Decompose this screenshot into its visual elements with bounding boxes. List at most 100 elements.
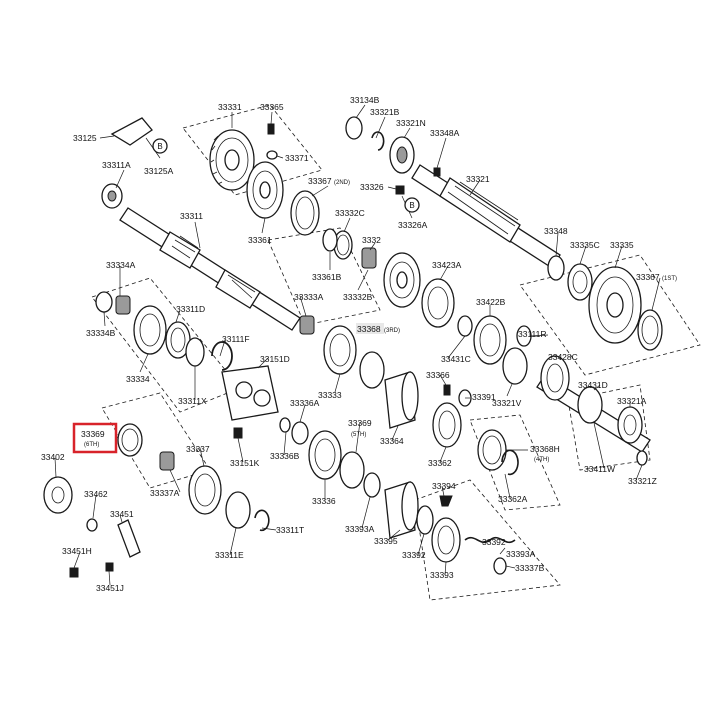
label-33125A: 33125A	[144, 166, 174, 176]
label-33333A: 33333A	[294, 292, 324, 302]
bearing-33337A	[159, 451, 175, 471]
label-33336A: 33336A	[290, 398, 320, 408]
input-shaft	[119, 207, 301, 331]
bearing-33321N	[389, 136, 415, 174]
washer-33371	[266, 150, 278, 160]
label-33369-5th: 33369	[348, 418, 372, 428]
ring-33321Z	[636, 450, 648, 466]
label-33151D: 33151D	[260, 354, 290, 364]
label-33369-6th: 33369	[81, 429, 105, 439]
clip-33311T	[254, 509, 270, 532]
label-33368H: 33368H	[530, 444, 560, 454]
label-33348A: 33348A	[430, 128, 460, 138]
label-33334A: 33334A	[106, 260, 136, 270]
ring-33334B	[95, 291, 113, 313]
label-33333: 33333	[318, 390, 342, 400]
bearing-33333A	[299, 315, 315, 335]
label-33326: 33326	[360, 182, 384, 192]
ref-mark-b-top: B	[152, 138, 168, 154]
label-33334: 33334	[126, 374, 150, 384]
ring-33393A	[363, 472, 381, 498]
label-33369-6th-sub: (6TH)	[84, 442, 99, 448]
label-33361B: 33361B	[312, 272, 342, 282]
label-33311A: 33311A	[102, 160, 131, 170]
label-33336: 33336	[312, 496, 336, 506]
label-33111R: 33111R	[518, 329, 547, 339]
bolt-33451H	[69, 567, 79, 578]
label-33321V: 33321V	[492, 398, 522, 408]
part-33134B	[345, 116, 363, 140]
label-33321N: 33321N	[396, 118, 426, 128]
ref-b-label: B	[409, 201, 414, 210]
label-33362A: 33362A	[498, 494, 528, 504]
gear-33423A	[421, 278, 455, 328]
label-33334B: 33334B	[86, 328, 116, 338]
gear-33428C	[540, 355, 570, 401]
label-33125: 33125	[73, 133, 97, 143]
label-33451H: 33451H	[62, 546, 92, 556]
ring-33336B	[279, 417, 291, 433]
bearing-33332	[361, 247, 377, 269]
gear-33361	[246, 161, 284, 219]
label-33367-1st-sub: (1ST)	[662, 276, 677, 282]
label-33111F: 33111F	[222, 334, 250, 344]
pin-33365	[267, 123, 275, 135]
gear-33422B	[473, 315, 507, 365]
bolt-33451	[117, 519, 141, 558]
label-33431C: 33431C	[441, 354, 471, 364]
label-33335: 33335	[610, 240, 634, 250]
label-33321B: 33321B	[370, 107, 400, 117]
ring-33367-2nd	[290, 190, 320, 236]
ref-b-label: B	[157, 142, 162, 151]
label-33368H-sub: (4TH)	[534, 457, 549, 463]
part-labels: 33125 33125A 33311A 33331 33365 33371 33…	[41, 95, 677, 593]
label-33365: 33365	[260, 102, 284, 112]
label-33332B: 33332B	[343, 292, 373, 302]
gear-33368-3rd	[359, 351, 385, 389]
bearing-33311A	[101, 183, 123, 209]
label-33364: 33364	[380, 436, 404, 446]
label-33321Z: 33321Z	[628, 476, 657, 486]
label-33462: 33462	[84, 489, 108, 499]
highlight-box-33369-6th	[72, 422, 118, 454]
label-33331: 33331	[218, 102, 242, 112]
label-33361: 33361	[248, 235, 272, 245]
label-33332: 3332	[362, 235, 381, 245]
label-33423A: 33423A	[432, 260, 462, 270]
washer-33462	[86, 518, 98, 532]
label-33311E: 33311E	[215, 550, 244, 560]
label-33151K: 33151K	[230, 458, 260, 468]
label-33311X: 33311X	[178, 396, 207, 406]
ring-33311X	[185, 337, 205, 367]
ring-33431C	[457, 315, 473, 337]
ring-33311E	[225, 491, 251, 529]
label-highlight-33368	[356, 323, 384, 334]
label-33321A: 33321A	[617, 396, 647, 406]
label-33367-2nd: 33367	[308, 176, 332, 186]
bolt-33326	[395, 185, 405, 195]
label-33392-b: 33392	[482, 537, 506, 547]
label-33402: 33402	[41, 452, 65, 462]
label-33337B: 33337B	[515, 563, 545, 573]
ring-33392	[416, 505, 434, 535]
gear-33369-5th	[339, 451, 365, 489]
ring-33361B	[322, 228, 338, 252]
label-33348: 33348	[544, 226, 568, 236]
gear-33362	[432, 402, 462, 448]
plate-33151D	[221, 365, 279, 421]
label-33362: 33362	[428, 458, 452, 468]
gear-33332B	[383, 252, 421, 308]
clip-33321B	[371, 131, 385, 151]
label-33366: 33366	[426, 370, 450, 380]
label-33321: 33321	[466, 174, 490, 184]
fork-33394	[439, 495, 453, 507]
bearing-33334A	[115, 295, 131, 315]
label-33332C: 33332C	[335, 208, 365, 218]
label-33392: 33392	[402, 550, 426, 560]
label-33311T: 33311T	[276, 525, 304, 535]
label-33368-sub: (3RD)	[384, 328, 400, 334]
label-33393A-b: 33393A	[506, 549, 536, 559]
nut-33402	[43, 476, 73, 514]
gear-33336	[308, 430, 342, 480]
